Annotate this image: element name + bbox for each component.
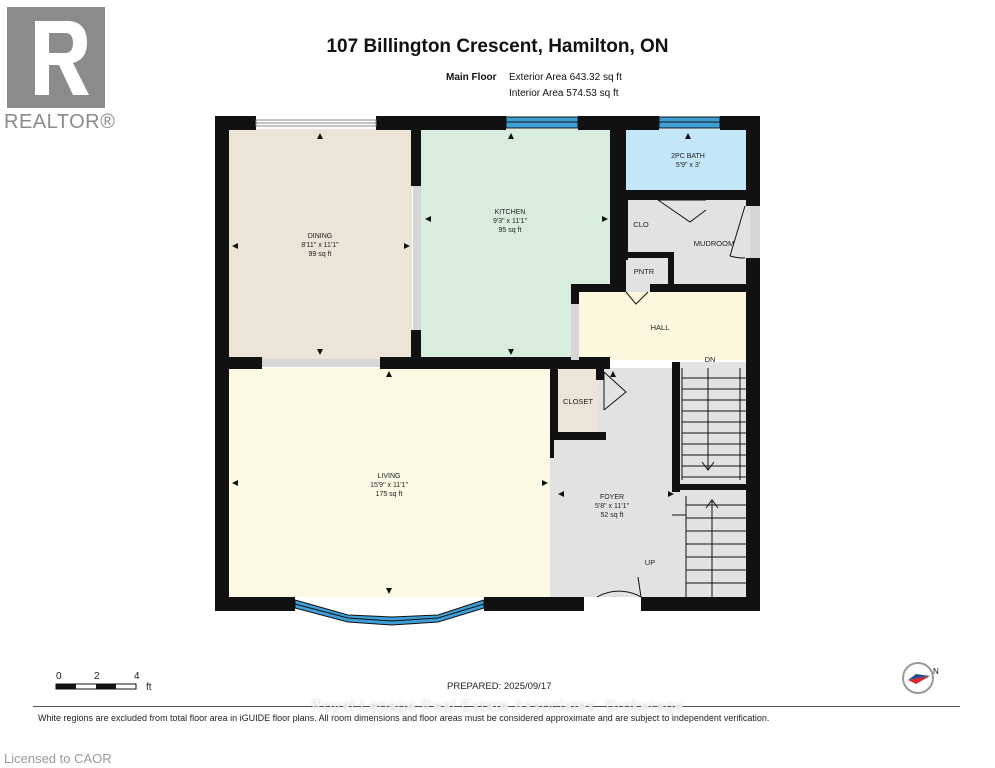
stairs	[672, 368, 746, 597]
brokerage-watermark: Royal Lepage Real Estate Associates, Bro…	[311, 698, 684, 715]
realtor-wordmark: REALTOR®	[4, 111, 116, 133]
windows	[255, 116, 721, 626]
dimension-arrows	[232, 133, 691, 594]
room-label-kitchen: KITCHEN 9'3" x 11'1" 95 sq ft	[493, 209, 527, 234]
compass-north-icon: N	[902, 662, 939, 694]
room-label-hall: HALL	[650, 323, 670, 332]
room-living	[228, 368, 550, 597]
room-mudroom	[626, 200, 759, 292]
exterior-area: Exterior Area 643.32 sq ft	[509, 72, 622, 83]
area-summary: Exterior Area 643.32 sq ft Interior Area…	[509, 70, 622, 102]
floor-label: Main Floor	[446, 72, 497, 83]
room-label-living: LIVING 15'9" x 11'1" 175 sq ft	[370, 473, 408, 498]
scale-unit: ft	[146, 682, 152, 693]
room-label-closet: CLOSET	[562, 397, 593, 406]
room-label-bath: 2PC BATH 5'9" x 3'	[671, 153, 705, 169]
scale-bar	[55, 683, 137, 690]
plan-title: 107 Billington Crescent, Hamilton, ON	[326, 36, 669, 57]
room-label-dining: DINING 8'11" x 11'1" 99 sq ft	[301, 233, 339, 258]
room-closet	[558, 368, 598, 432]
prepared-date: PREPARED: 2025/09/17	[447, 681, 552, 692]
interior-area: Interior Area 574.53 sq ft	[509, 88, 619, 99]
doors	[596, 199, 746, 598]
room-hall	[578, 292, 746, 360]
svg-text:N: N	[933, 667, 939, 676]
scale-tick-2: 2	[94, 671, 100, 682]
licensed-to: Licensed to CAOR	[4, 751, 112, 766]
scale-tick-4: 4	[134, 671, 140, 682]
stairs-up-label: UP	[644, 558, 656, 567]
footer-divider	[33, 706, 960, 707]
room-dining	[228, 129, 412, 359]
realtor-r-icon	[7, 7, 105, 108]
walls	[215, 116, 760, 611]
room-label-mudroom: MUDROOM	[693, 239, 735, 248]
room-bath	[626, 129, 749, 190]
room-label-pntr: PNTR	[633, 267, 655, 276]
stairs-down-label: DN	[704, 355, 716, 364]
scale-tick-0: 0	[56, 671, 62, 682]
room-stairs	[676, 362, 746, 597]
room-label-foyer: FOYER 5'8" x 11'1" 52 sq ft	[595, 494, 629, 519]
footer-disclaimer: White regions are excluded from total fl…	[38, 713, 770, 723]
realtor-logo	[7, 7, 105, 108]
room-label-clo: CLO	[633, 220, 649, 229]
